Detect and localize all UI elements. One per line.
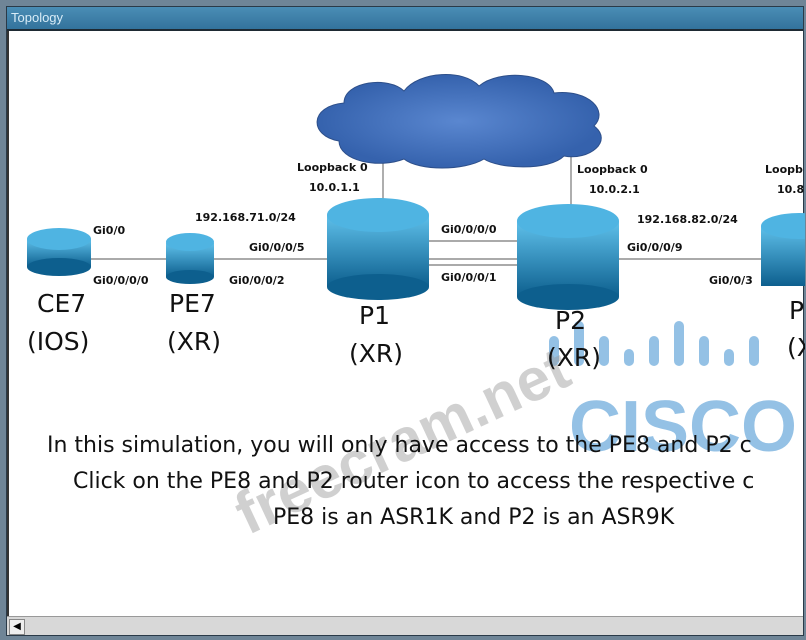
svg-text:CISCO: CISCO xyxy=(569,387,797,467)
router-pe8-icon[interactable] xyxy=(761,213,805,286)
cloud-icon xyxy=(316,74,602,169)
instruction-line-1: In this simulation, you will only have a… xyxy=(47,433,752,458)
p2-name: P2 xyxy=(555,306,586,335)
p1-p2-interface-a: Gi0/0/0/0 xyxy=(441,223,497,236)
p2-loopback-label: Loopback 0 xyxy=(577,163,648,176)
pe7-p1-subnet: 192.168.71.0/24 xyxy=(195,211,296,224)
router-pe7-icon[interactable] xyxy=(166,233,214,284)
window-title: Topology xyxy=(7,7,803,31)
ce7-name: CE7 xyxy=(37,289,87,318)
cisco-logo-watermark: CISCO xyxy=(549,321,797,467)
p1-pe7-interface: Gi0/0/0/5 xyxy=(249,241,305,254)
router-ce7-icon[interactable] xyxy=(27,228,91,276)
pe7-os: (XR) xyxy=(167,327,222,356)
instruction-line-3: PE8 is an ASR1K and P2 is an ASR9K xyxy=(273,505,675,530)
scroll-left-arrow-icon[interactable]: ◀ xyxy=(9,619,25,635)
p1-loopback-label: Loopback 0 xyxy=(297,161,368,174)
topology-diagram: CISCO freecram.net xyxy=(27,74,805,547)
topology-canvas: CISCO freecram.net Gi0/0 Gi0/0/0/0 192.1… xyxy=(7,31,805,616)
ce7-os: (IOS) xyxy=(27,327,90,356)
instruction-line-2: Click on the PE8 and P2 router icon to a… xyxy=(73,469,755,494)
pe7-name: PE7 xyxy=(169,289,216,318)
p2-loopback-ip: 10.0.2.1 xyxy=(589,183,640,196)
ce7-interface: Gi0/0 xyxy=(93,224,126,237)
p1-p2-interface-b: Gi0/0/0/1 xyxy=(441,271,497,284)
p1-os: (XR) xyxy=(349,339,404,368)
pe8-os: (X xyxy=(787,333,805,362)
p1-name: P1 xyxy=(359,301,390,330)
router-p2-icon[interactable] xyxy=(517,204,619,310)
pe8-loopback-ip: 10.8 xyxy=(777,183,805,196)
pe8-loopback-label: Loopb xyxy=(765,163,803,176)
pe8-p2-interface: Gi0/0/3 xyxy=(709,274,753,287)
horizontal-scrollbar[interactable]: ◀ xyxy=(7,616,803,635)
topology-window: Topology CISCO freecram.net Gi0/0 Gi0/0/… xyxy=(6,6,805,636)
p2-pe8-subnet: 192.168.82.0/24 xyxy=(637,213,738,226)
router-p1-icon[interactable] xyxy=(327,198,429,300)
p1-loopback-ip: 10.0.1.1 xyxy=(309,181,360,194)
pe8-name: P xyxy=(789,296,805,325)
p2-pe8-interface: Gi0/0/0/9 xyxy=(627,241,683,254)
p2-os: (XR) xyxy=(547,343,602,372)
pe7-p1-interface: Gi0/0/0/2 xyxy=(229,274,285,287)
pe7-ce-interface: Gi0/0/0/0 xyxy=(93,274,149,287)
